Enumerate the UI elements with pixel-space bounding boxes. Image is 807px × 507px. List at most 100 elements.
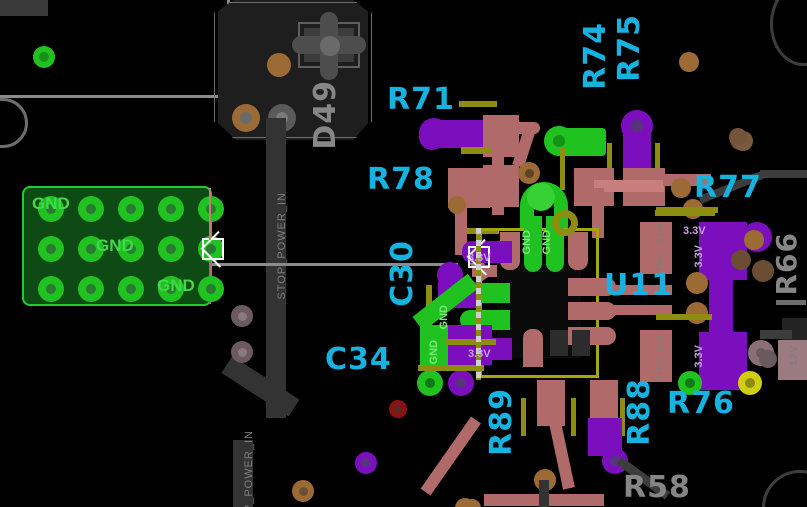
u11-thermal-2: [572, 330, 590, 356]
pad-net-3-3v-8: 3.3V: [468, 348, 491, 360]
via-copper-r78[interactable]: [448, 196, 466, 214]
via-copper-tmu-2[interactable]: [686, 302, 708, 324]
silk-line-r89-a: [521, 398, 526, 436]
pad-net-gnd-6: GND: [428, 340, 440, 365]
c34-via-purple-hole: [456, 378, 466, 388]
via-copper-scatter-4[interactable]: [463, 499, 481, 507]
trace-stop-power-in-vertical[interactable]: [266, 118, 286, 418]
ref-label-r89[interactable]: R89: [484, 388, 519, 456]
silk-arc-topright: [770, 0, 807, 66]
via-copper-scatter-2[interactable]: [729, 128, 747, 146]
via-copper-tmu-1[interactable]: [686, 272, 708, 294]
ref-label-c34[interactable]: C34: [325, 342, 392, 377]
silk-bar-right: [776, 300, 806, 305]
gnd-via-hole: [166, 284, 176, 294]
c34-via-green-hole: [425, 378, 435, 388]
pad-net-3-3v-7: 3.3V: [468, 252, 491, 264]
ref-label-r71[interactable]: R71: [387, 82, 455, 117]
via-green-r76-hole: [685, 378, 695, 388]
ref-label-u11[interactable]: U11: [604, 268, 674, 303]
ref-label-r74[interactable]: R74: [578, 22, 613, 90]
silk-line-c34: [418, 365, 484, 371]
via-copper-scatter-3[interactable]: [759, 350, 777, 368]
via-copper-scatter-1[interactable]: [269, 57, 289, 77]
silk-line-horizontal-center: [208, 263, 458, 266]
via-copper-far-right[interactable]: [744, 230, 764, 250]
trace-pink-8[interactable]: [592, 188, 604, 238]
pad-net-3-3v-9: 3.3V: [693, 245, 705, 268]
trace-pink-7[interactable]: [594, 180, 664, 192]
pad-12v[interactable]: [778, 340, 807, 380]
via-copper-r66[interactable]: [752, 260, 774, 282]
silk-line-r88: [620, 398, 625, 436]
via-tan-2-hole: [238, 348, 247, 357]
gnd-via-hole: [126, 204, 136, 214]
silk-line-r74: [560, 148, 565, 190]
pad-net-3-3v-11: 3.3V: [683, 225, 706, 237]
net-label-stop-power-in-0: STOP_POWER_IN: [276, 192, 288, 300]
u11-gnd-via[interactable]: [527, 183, 555, 211]
gnd-via-hole: [46, 284, 56, 294]
silk-line-tmu-top: [655, 210, 715, 216]
pad-net-gnd-3: GND: [521, 230, 533, 255]
silk-arc-bottomright: [762, 470, 807, 507]
via-purple-mid-left[interactable]: [419, 124, 445, 150]
u11-pad-bottom-1[interactable]: [523, 329, 543, 367]
trace-stop-power-in-diagonal[interactable]: [221, 356, 300, 417]
trace-dark-r77-b[interactable]: [760, 170, 807, 178]
silk-line-r75-b: [655, 143, 660, 185]
ref-label-r77[interactable]: R77: [694, 170, 762, 205]
pad-label-gnd-2: GND: [157, 276, 195, 295]
d49-courtyard: [214, 2, 372, 138]
d49-pad-2-hole: [240, 112, 252, 124]
net-label-12v-4: 12V: [789, 345, 800, 366]
via-copper-r77-1[interactable]: [671, 178, 691, 198]
via-copper-top-right-1[interactable]: [679, 52, 699, 72]
ref-label-r76[interactable]: R76: [667, 386, 735, 421]
guide-line-dashed: [476, 228, 481, 380]
ref-label-d49[interactable]: D49: [308, 80, 343, 150]
ref-label-r88[interactable]: R88: [622, 378, 657, 446]
ref-label-r58[interactable]: R58: [623, 470, 691, 505]
trace-pink-u11-right2[interactable]: [612, 305, 672, 315]
marker-crosshair-1[interactable]: [202, 238, 224, 260]
gnd-via-hole: [86, 204, 96, 214]
r88-via-purple-hole: [610, 456, 620, 466]
pad-label-gnd-0: GND: [32, 194, 70, 213]
via-copper-bottom-left-hole: [299, 487, 308, 496]
trace-pink-bottom-left[interactable]: [420, 416, 481, 496]
trace-stop-power-in-lower[interactable]: [233, 440, 253, 507]
trace-pink-u11-right[interactable]: [612, 285, 672, 295]
silk-line-r78-a: [461, 147, 499, 154]
c34-pad-purple[interactable]: [448, 325, 492, 365]
ref-label-r78[interactable]: R78: [367, 162, 435, 197]
trace-pink-1[interactable]: [492, 125, 504, 215]
u11-pad-top-2[interactable]: [524, 216, 542, 272]
net-label-tmu-scl-3: TMU_SCL: [655, 332, 665, 382]
via-copper-r71-hole: [525, 169, 534, 178]
pad-net-gnd-5: GND: [438, 305, 450, 330]
trace-dark-12v[interactable]: [760, 330, 792, 339]
trace-dark-bottom-center[interactable]: [539, 480, 549, 507]
pad-label-gnd-1: GND: [96, 236, 134, 255]
pad-pink-tmu-scl[interactable]: [640, 330, 672, 382]
net-label-stop-power-in-1: STOP_POWER_IN: [243, 430, 255, 507]
r74-via-green-hole: [553, 135, 565, 147]
pad-net-3-3v-10: 3.3V: [693, 345, 705, 368]
pad-pink-tmu-sda[interactable]: [640, 222, 672, 274]
u11-pad-right-2[interactable]: [568, 302, 616, 320]
via-olive-ring[interactable]: [552, 210, 578, 236]
net-label-tmu-sda-2: TMU_SDA: [655, 222, 665, 273]
u11-pad-top-4[interactable]: [568, 232, 588, 270]
ref-label-c30[interactable]: C30: [385, 240, 420, 307]
r75-via-purple-hole: [631, 120, 643, 132]
u11-pad-right-1[interactable]: [568, 278, 616, 296]
silk-line-c34-b: [446, 339, 496, 345]
silk-line-r75-a: [607, 143, 612, 185]
via-copper-mid-right[interactable]: [731, 250, 751, 270]
ref-label-r75[interactable]: R75: [612, 14, 647, 82]
ref-label-r66[interactable]: R66: [770, 232, 803, 296]
r71-silk-line: [459, 101, 497, 107]
silk-arc-left: [0, 98, 28, 148]
